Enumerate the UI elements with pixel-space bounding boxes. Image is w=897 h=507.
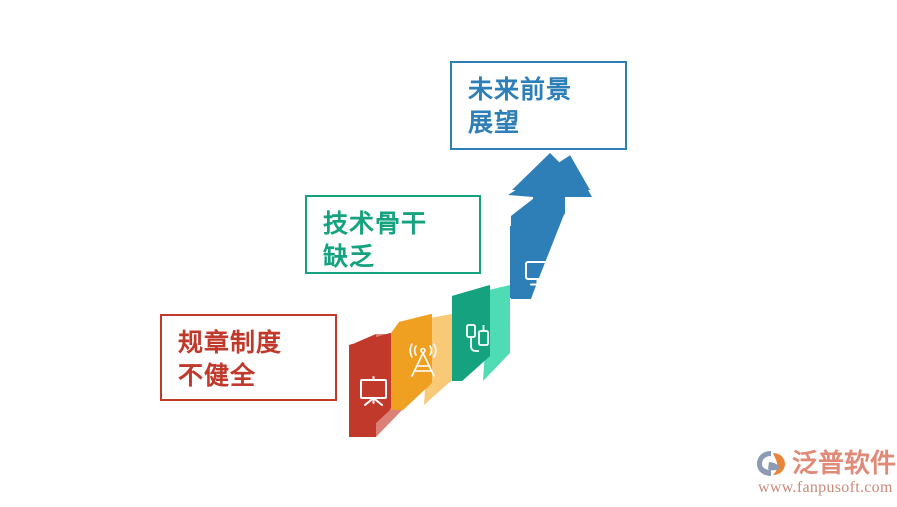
- usb-connectors-icon: [466, 324, 489, 352]
- fanpu-swoosh-icon: [757, 451, 785, 476]
- ribbon-segment-teal: [452, 285, 510, 381]
- desktop-monitor-icon: [525, 261, 550, 286]
- callout-box-teal[interactable]: 技术骨干 缺乏: [305, 195, 481, 274]
- ribbon-segment-orange-face2: [391, 314, 432, 410]
- ribbon-arrow-blue-head: [508, 156, 592, 214]
- brand-logo-name: 泛普软件: [792, 448, 897, 479]
- ribbon-segment-blue: [508, 153, 592, 299]
- callout-box-red[interactable]: 规章制度 不健全: [160, 314, 337, 401]
- brand-logo[interactable]: 泛普软件 www.fanpusoft.com: [757, 450, 897, 502]
- ribbon-segment-red: [349, 333, 405, 437]
- ribbon-segment-orange: [391, 314, 452, 410]
- callout-box-blue[interactable]: 未来前景 展望: [450, 61, 627, 150]
- presentation-screen-icon: [360, 376, 387, 406]
- ribbon-segment-red-block: [349, 333, 391, 437]
- ribbon-segment-teal-face2: [452, 285, 490, 381]
- broadcast-antenna-icon: [409, 343, 437, 377]
- ribbon-arrow-blue-stem: [511, 195, 565, 288]
- brand-logo-url: www.fanpusoft.com: [758, 479, 893, 496]
- brand-logo-row: 泛普软件: [757, 450, 897, 477]
